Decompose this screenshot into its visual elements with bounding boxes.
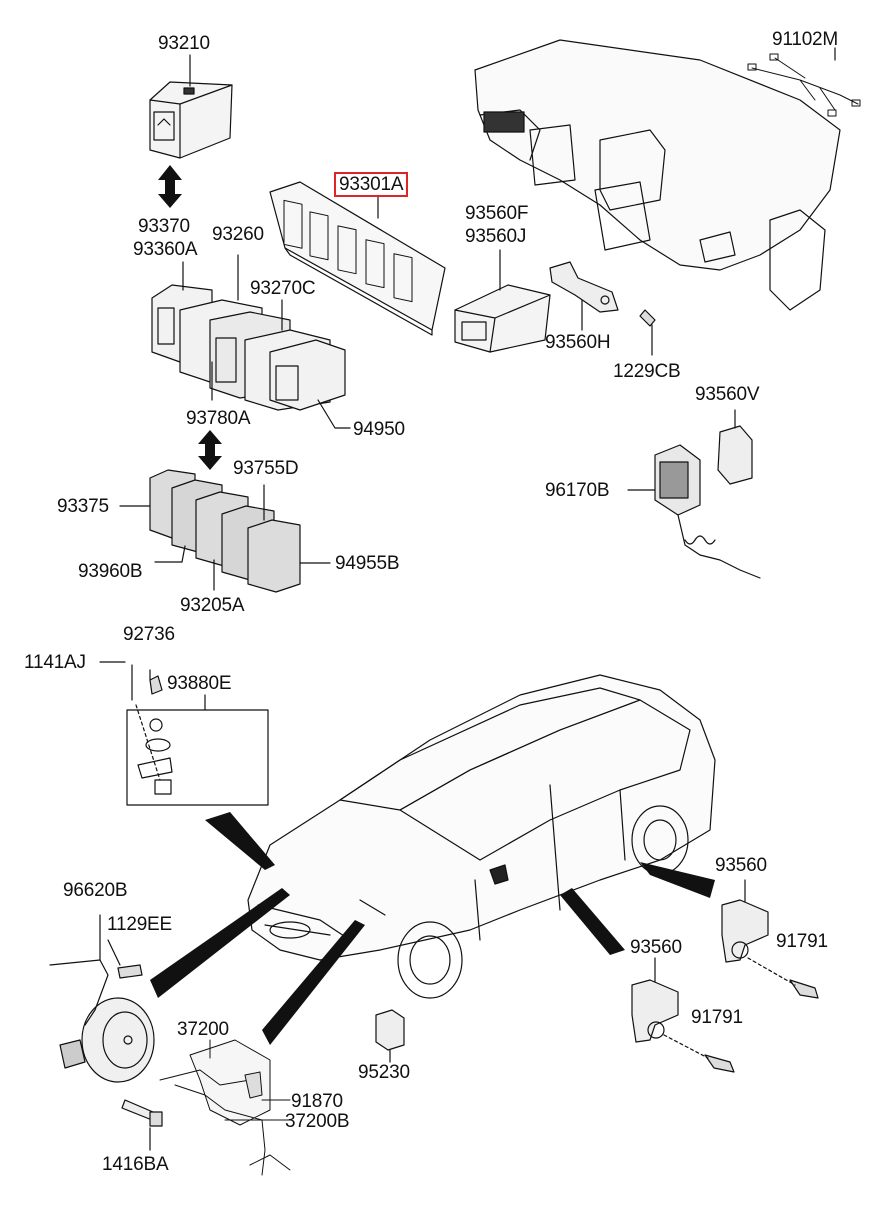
dashboard-drawing	[474, 39, 841, 311]
harness-91102M-drawing	[747, 53, 861, 117]
blank-switch-row-drawing	[119, 469, 331, 593]
label-37200B: 37200B	[285, 1111, 350, 1132]
label-96170B: 96170B	[545, 480, 610, 501]
module-93560F-drawing	[454, 249, 551, 353]
horn-96620B-drawing	[49, 914, 155, 1083]
bracket-93560H-drawing	[549, 261, 656, 356]
label-93560H: 93560H	[545, 332, 611, 353]
label-93880E: 93880E	[167, 673, 232, 694]
label-93780A: 93780A	[186, 408, 251, 429]
label-93260: 93260	[212, 224, 264, 245]
sensor-93880E-drawing	[99, 661, 269, 806]
label-1229CB: 1229CB	[613, 361, 681, 382]
label-1416BA: 1416BA	[102, 1154, 169, 1175]
label-37200: 37200	[177, 1019, 229, 1040]
sensor-leader	[359, 899, 386, 916]
label-91870: 91870	[291, 1091, 343, 1112]
label-93210: 93210	[158, 33, 210, 54]
label-93560J: 93560J	[465, 226, 527, 247]
label-96620B: 96620B	[63, 880, 128, 901]
label-93560-lower: 93560	[630, 937, 682, 958]
bolt-1416BA-drawing	[121, 1099, 163, 1151]
label-93560F: 93560F	[465, 203, 529, 224]
label-95230: 95230	[358, 1062, 410, 1083]
label-93370: 93370	[138, 216, 190, 237]
car-drawing	[247, 674, 716, 999]
label-94950: 94950	[353, 419, 405, 440]
label-93960B: 93960B	[78, 561, 143, 582]
speaker-96170B-drawing	[627, 409, 761, 579]
relay-95230-drawing	[375, 1009, 405, 1063]
label-93560V: 93560V	[695, 384, 760, 405]
label-94955B: 94955B	[335, 553, 400, 574]
label-93360A: 93360A	[133, 239, 198, 260]
label-93205A: 93205A	[180, 595, 245, 616]
label-92736: 92736	[123, 624, 175, 645]
switch-group-drawing	[151, 254, 351, 429]
label-1141AJ: 1141AJ	[24, 652, 86, 673]
door-switch-lower-drawing	[631, 957, 735, 1073]
pointer-wedges	[150, 812, 715, 1045]
label-93375: 93375	[57, 496, 109, 517]
wiring-37200-drawing	[159, 1039, 291, 1176]
label-91791-upper: 91791	[776, 931, 828, 952]
label-93270C: 93270C	[250, 278, 316, 299]
double-arrow-top	[158, 165, 182, 208]
label-1129EE: 1129EE	[107, 914, 173, 935]
switch-93210-drawing	[149, 54, 233, 159]
label-91791-lower: 91791	[691, 1007, 743, 1028]
double-arrow-middle	[198, 430, 222, 470]
label-91102M: 91102M	[772, 29, 839, 50]
door-switch-upper-drawing	[721, 879, 819, 999]
label-93755D: 93755D	[233, 458, 299, 479]
label-93560-upper: 93560	[715, 855, 767, 876]
label-93301A[interactable]: 93301A	[334, 172, 409, 197]
bezel-93301A-drawing	[269, 181, 446, 336]
